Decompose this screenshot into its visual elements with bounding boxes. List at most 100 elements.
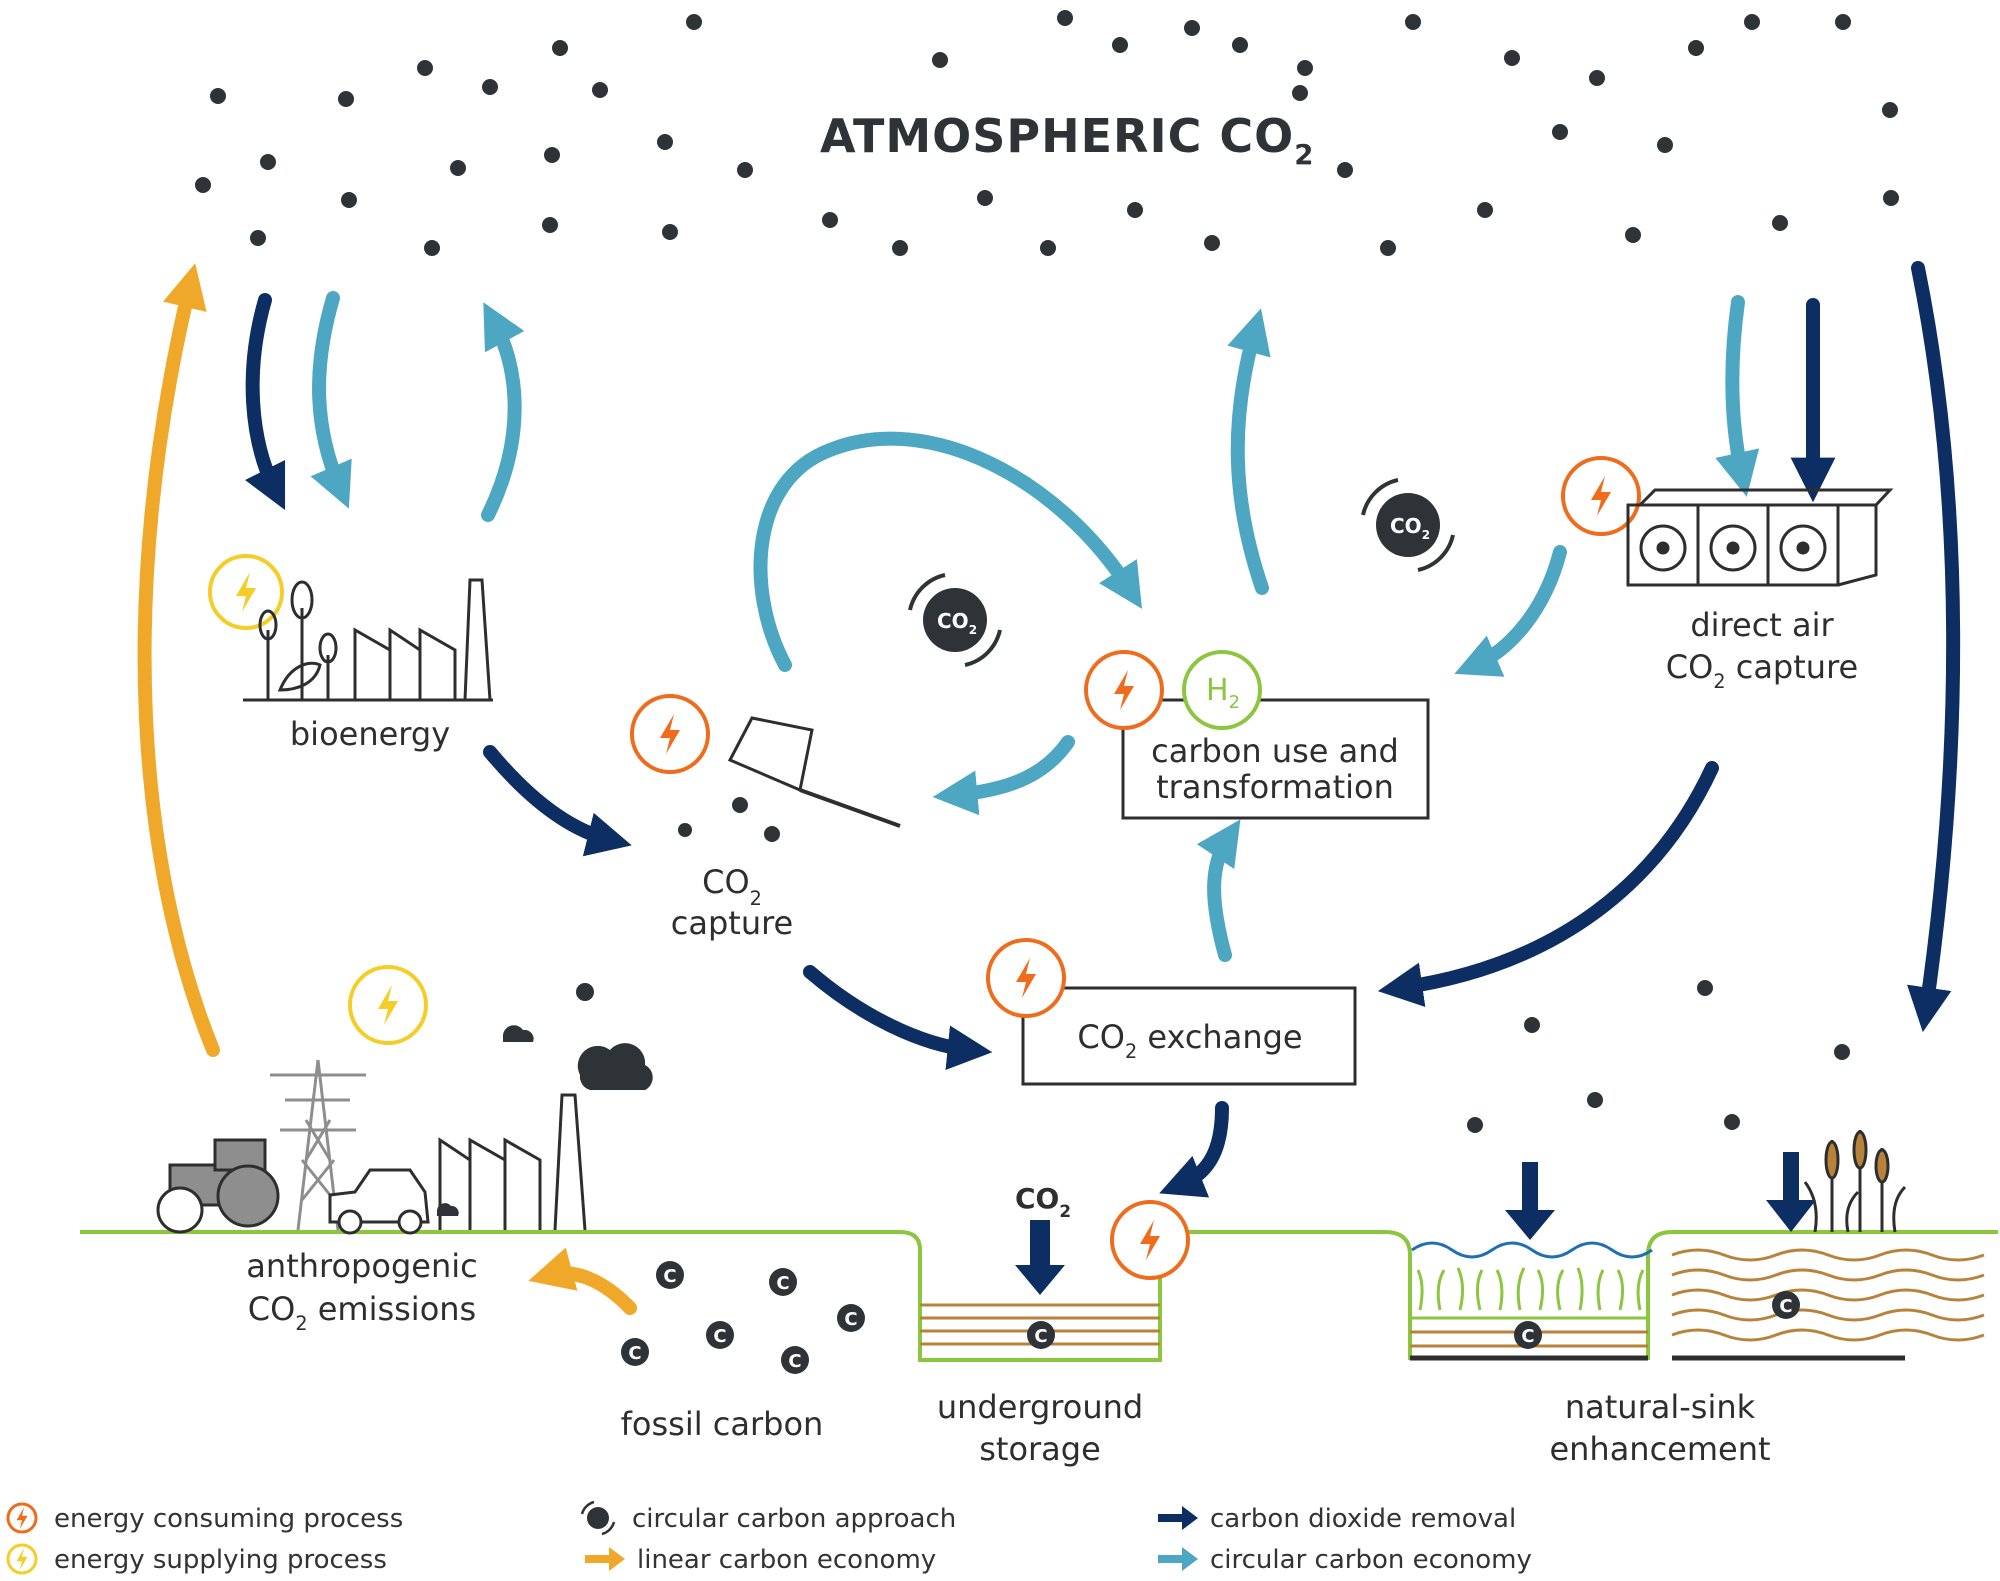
circular-economy-arrows	[310, 291, 1760, 962]
svg-text:C: C	[776, 1273, 789, 1294]
car-icon	[328, 1168, 430, 1235]
energy-consume-icon	[630, 694, 710, 774]
legend: energy consuming process energy supplyin…	[6, 1500, 1532, 1575]
bioenergy-plant-icon	[243, 578, 493, 702]
soil-carbon-symbol: C	[1772, 1291, 1800, 1319]
svg-text:linear carbon economy: linear carbon economy	[637, 1545, 936, 1575]
bioenergy-label: bioenergy	[290, 715, 450, 753]
energy-consume-icon	[1084, 650, 1164, 730]
capture-loop-arrow	[753, 431, 1143, 672]
underground-storage-node: CO2 C underground storage	[920, 1182, 1190, 1468]
carbon-particles: C C C C C C	[621, 1261, 865, 1374]
circular-badge-1: CO2	[908, 573, 1002, 667]
storage-down-arrow	[1015, 1220, 1065, 1295]
anthropogenic-emissions-node: anthropogenic CO2 emissions	[156, 965, 653, 1335]
page-title: ATMOSPHERIC CO2	[820, 109, 1314, 171]
co2-exchange-node: CO2 exchange	[986, 938, 1357, 1086]
svg-text:energy consuming process: energy consuming process	[54, 1504, 403, 1534]
atmosphere-to-dac-circular-arrow	[1715, 295, 1760, 497]
dac-to-carbon-use-arrow	[1454, 545, 1567, 677]
atmospheric-co2-dots	[195, 10, 1899, 256]
bioenergy-node: bioenergy	[208, 554, 493, 753]
natural-sink-node: C C natural-sink enhancement	[1410, 980, 1985, 1468]
ground-line	[80, 1230, 1998, 1362]
svg-text:circular carbon economy: circular carbon economy	[1210, 1545, 1532, 1575]
carbon-use-label-2: transformation	[1156, 768, 1394, 806]
svg-text:carbon dioxide removal: carbon dioxide removal	[1210, 1504, 1516, 1534]
fossil-carbon-label: fossil carbon	[621, 1405, 824, 1443]
legend-energy-supplying: energy supplying process	[6, 1543, 387, 1575]
svg-text:C: C	[1034, 1326, 1047, 1347]
legend-circular-economy: circular carbon economy	[1158, 1545, 1532, 1575]
svg-text:energy supplying process: energy supplying process	[54, 1545, 387, 1575]
anthropogenic-label-2: CO2 emissions	[248, 1290, 476, 1335]
co2-capture-label: CO2	[702, 863, 762, 910]
captured-co2-dots	[678, 797, 780, 842]
legend-energy-consuming: energy consuming process	[6, 1502, 403, 1534]
natural-sink-label-2: enhancement	[1549, 1430, 1770, 1468]
direct-air-label-2: CO2 capture	[1666, 648, 1858, 693]
carbon-use-to-atmosphere-arrow	[1227, 308, 1271, 595]
dac-fan-units-icon	[1626, 488, 1894, 587]
factory-icon	[438, 1093, 587, 1231]
energy-supply-icon	[348, 965, 428, 1045]
svg-text:C: C	[713, 1326, 726, 1347]
natural-sink-label-1: natural-sink	[1565, 1388, 1756, 1426]
energy-consume-icon	[1110, 1200, 1190, 1280]
hydrogen-icon: H2	[1182, 650, 1262, 730]
energy-consume-icon	[1561, 456, 1641, 536]
capture-to-exchange-arrow	[803, 965, 993, 1071]
svg-text:C: C	[1779, 1296, 1792, 1317]
carbon-use-node: H2 carbon use and transformation	[1084, 650, 1430, 820]
co2-removal-arrows	[244, 261, 1961, 1198]
co2-exchange-label: CO2 exchange	[1077, 1018, 1302, 1063]
bioenergy-to-atmosphere-arrow	[481, 302, 525, 522]
seagrass-icon	[1416, 1267, 1645, 1311]
svg-text:H2: H2	[1206, 673, 1240, 713]
anthropogenic-label-1: anthropogenic	[246, 1247, 477, 1285]
energy-consume-icon	[986, 938, 1066, 1018]
power-pylon-icon	[270, 1059, 366, 1231]
wetland-down-arrow	[1505, 1162, 1555, 1240]
storage-co2-label: CO2	[1015, 1182, 1071, 1221]
circular-badge-2: CO2	[1361, 478, 1455, 572]
fossil-to-emissions-arrow	[528, 1247, 637, 1315]
exchange-to-storage-arrow	[1159, 1101, 1229, 1198]
bioenergy-to-capture-arrow	[483, 745, 632, 857]
co2-capture-node: CO2 capture	[630, 694, 901, 942]
co2-capture-label-2: capture	[671, 904, 793, 942]
svg-text:C: C	[1521, 1326, 1534, 1347]
atmosphere-to-natural-sink-arrow	[1907, 261, 1961, 1033]
capture-net-icon	[727, 716, 901, 828]
underground-label-1: underground	[937, 1388, 1143, 1426]
fossil-carbon-node: C C C C C C fossil carbon	[621, 1261, 865, 1443]
carbon-use-to-capture-arrow	[932, 735, 1075, 816]
svg-text:C: C	[663, 1266, 676, 1287]
water-wave	[1411, 1241, 1653, 1259]
svg-text:C: C	[844, 1309, 857, 1330]
carbon-use-label-1: carbon use and	[1151, 732, 1399, 770]
linear-economy-arrows	[137, 263, 637, 1315]
svg-text:circular carbon approach: circular carbon approach	[632, 1504, 956, 1534]
storage-carbon-symbol: C	[1027, 1321, 1055, 1349]
svg-text:CO2: CO2	[937, 609, 977, 637]
reed-icon	[1803, 1130, 1907, 1233]
legend-circular-approach: circular carbon approach	[580, 1500, 956, 1536]
atmosphere-to-bioenergy-arrow	[244, 293, 286, 511]
svg-text:C: C	[788, 1351, 801, 1372]
direct-air-label-1: direct air	[1690, 606, 1834, 644]
exchange-to-carbon-use-arrow	[1196, 819, 1241, 962]
smoke-cloud-icon	[437, 983, 653, 1216]
underground-label-2: storage	[979, 1430, 1101, 1468]
energy-supply-icon	[208, 554, 284, 630]
legend-co2-removal: carbon dioxide removal	[1158, 1504, 1516, 1534]
legend-linear-economy: linear carbon economy	[585, 1545, 936, 1575]
atmosphere-to-bioenergy-circular-arrow	[310, 291, 352, 509]
direct-air-capture-node: direct air CO2 capture	[1561, 456, 1894, 693]
reed-down-arrow	[1766, 1152, 1816, 1232]
tractor-icon	[156, 1138, 280, 1234]
wetland-carbon-symbol: C	[1514, 1321, 1542, 1349]
emissions-to-atmosphere-arrow	[137, 263, 220, 1057]
dac-to-exchange-arrow	[1377, 761, 1719, 1007]
